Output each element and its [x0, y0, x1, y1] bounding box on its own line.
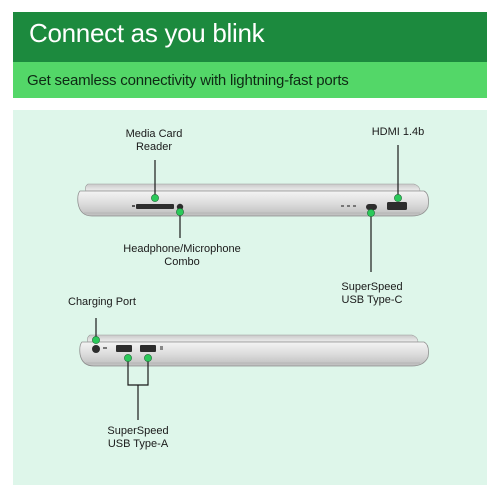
page-title: Connect as you blink	[29, 18, 265, 48]
usb-a-port-2	[140, 345, 156, 352]
ports-panel	[13, 110, 487, 485]
charging-marker	[92, 336, 100, 344]
subheader-banner	[13, 62, 487, 98]
bottom-laptop	[79, 334, 429, 367]
media-card-reader-label: Media Card Reader	[125, 128, 183, 153]
media-card-slot	[136, 204, 174, 209]
media-card-marker	[151, 194, 159, 202]
usb-a-marker-1	[124, 354, 132, 362]
page-subtitle: Get seamless connectivity with lightning…	[27, 72, 349, 89]
hdmi-label: HDMI 1.4b	[371, 126, 425, 138]
header-banner	[13, 12, 487, 62]
headphone-mic-label: Headphone/Microphone Combo	[123, 243, 241, 268]
usb-c-label: SuperSpeed USB Type-C	[341, 281, 403, 306]
hdmi-marker	[394, 194, 402, 202]
charging-port-label: Charging Port	[68, 296, 136, 308]
top-callout-lines	[154, 145, 399, 272]
usb-a-label: SuperSpeed USB Type-A	[107, 425, 169, 450]
usb-a-port-1	[116, 345, 132, 352]
charging-port	[92, 345, 100, 353]
usb-a-marker-2	[144, 354, 152, 362]
usb-c-marker	[367, 209, 375, 217]
top-laptop	[77, 183, 429, 217]
hdmi-port	[387, 202, 407, 210]
headphone-marker	[176, 208, 184, 216]
usb-c-port	[366, 204, 377, 210]
bottom-callout-lines	[95, 318, 149, 420]
